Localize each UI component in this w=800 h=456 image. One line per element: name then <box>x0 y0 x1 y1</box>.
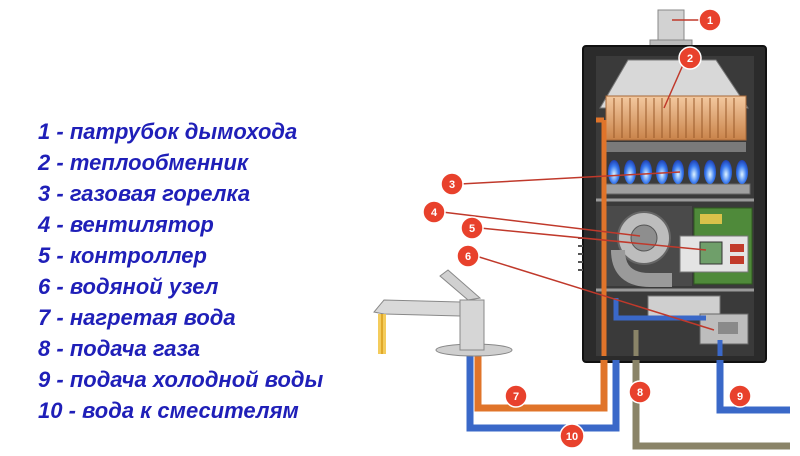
callout-label: 3 <box>449 179 455 191</box>
legend-item: 7 - нагретая вода <box>38 305 236 330</box>
callout-label: 5 <box>469 223 475 235</box>
legend-number: 3 <box>38 181 51 206</box>
cold-water-pipe <box>466 350 790 432</box>
faucet <box>373 269 513 357</box>
legend-item: 4 - вентилятор <box>38 212 214 237</box>
callout-4: 4 <box>422 200 446 224</box>
legend-text: подача газа <box>69 336 201 361</box>
callout-label: 9 <box>737 391 743 403</box>
gas-burner <box>603 160 751 195</box>
gas-pipe <box>632 360 790 450</box>
legend-text: контроллер <box>69 243 207 268</box>
legend-text: вода к смесителям <box>82 398 299 423</box>
controller <box>679 207 753 285</box>
chimney-pipe <box>649 9 693 51</box>
callout-label: 4 <box>431 207 438 219</box>
legend-item: 1 - патрубок дымохода <box>38 119 298 144</box>
legend-item: 10 - вода к смесителям <box>38 398 299 423</box>
water-unit <box>647 295 749 345</box>
callout-10: 10 <box>559 423 585 449</box>
callout-lines <box>441 19 715 331</box>
legend-number: 4 <box>38 212 51 237</box>
legend-number: 2 <box>38 150 51 175</box>
callout-1: 1 <box>698 8 722 32</box>
legend-item: 5 - контроллер <box>38 243 207 268</box>
fan <box>606 206 692 287</box>
legend-text: вентилятор <box>69 212 214 237</box>
callout-5: 5 <box>460 216 484 240</box>
heat-exchanger <box>605 95 747 152</box>
legend-text: подача холодной воды <box>69 367 324 392</box>
legend-number: 1 <box>38 119 51 144</box>
callout-7: 7 <box>504 384 528 408</box>
legend-item: 2 - теплообменник <box>38 150 249 175</box>
legend-number: 5 <box>38 243 51 268</box>
legend-text: теплообменник <box>69 150 249 175</box>
legend-number: 7 <box>38 305 51 330</box>
callout-3: 3 <box>440 172 464 196</box>
callout-label: 2 <box>687 53 693 65</box>
legend-text: водяной узел <box>69 274 219 299</box>
callout-label: 7 <box>513 391 519 403</box>
callout-8: 8 <box>628 380 652 404</box>
callout-6: 6 <box>456 244 480 268</box>
legend-text: газовая горелка <box>69 181 251 206</box>
legend-text: нагретая вода <box>69 305 236 330</box>
callout-label: 6 <box>465 251 471 263</box>
legend: 1 - патрубок дымохода 2 - теплообменник … <box>38 116 323 426</box>
legend-number: 10 <box>38 398 63 423</box>
legend-number: 9 <box>38 367 51 392</box>
legend-text: патрубок дымохода <box>69 119 298 144</box>
legend-item: 9 - подача холодной воды <box>38 367 324 392</box>
callout-label: 1 <box>707 15 713 27</box>
legend-item: 8 - подача газа <box>38 336 201 361</box>
legend-item: 6 - водяной узел <box>38 274 219 299</box>
callout-2: 2 <box>678 46 702 70</box>
hot-water-pipe <box>474 350 608 412</box>
callout-9: 9 <box>728 384 752 408</box>
legend-item: 3 - газовая горелка <box>38 181 251 206</box>
legend-number: 6 <box>38 274 51 299</box>
callout-label: 8 <box>637 387 643 399</box>
legend-number: 8 <box>38 336 51 361</box>
callout-label: 10 <box>566 431 578 443</box>
